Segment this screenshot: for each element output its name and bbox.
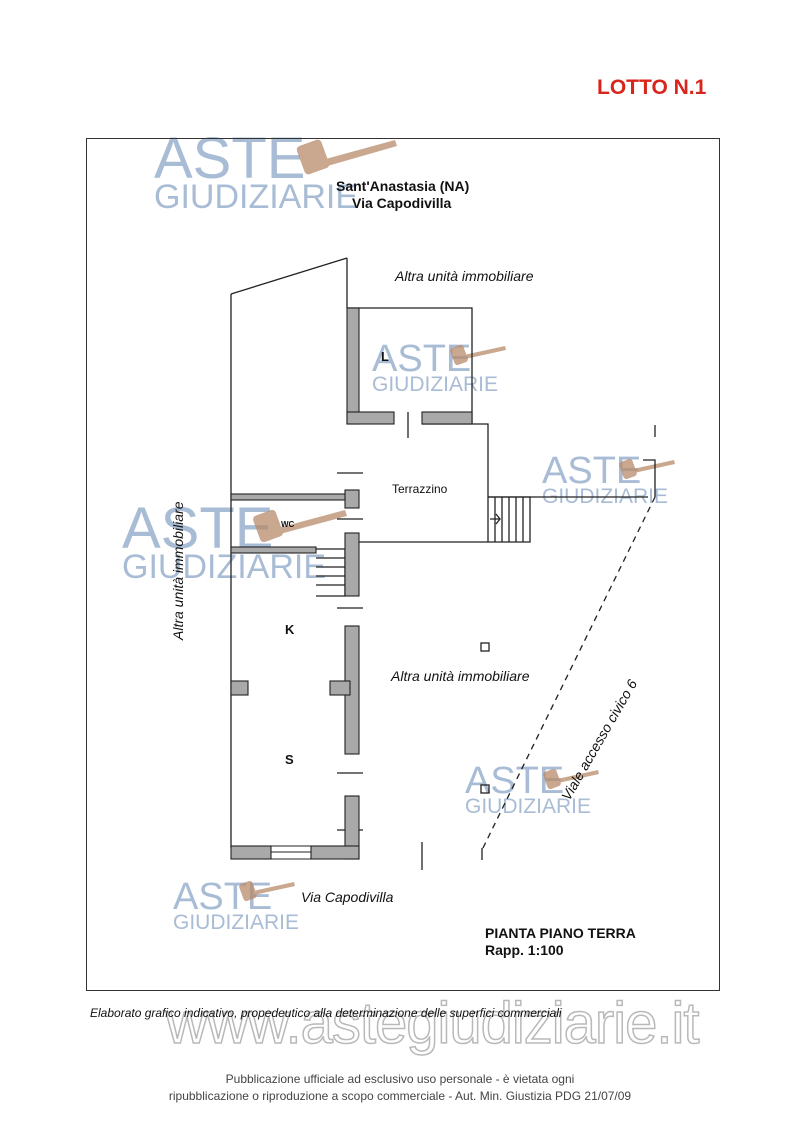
room-label-k: K bbox=[285, 622, 295, 637]
label-street-bottom: Via Capodivilla bbox=[301, 889, 394, 905]
wall-k-s-stub bbox=[329, 680, 351, 696]
wall-bottom-right bbox=[310, 845, 360, 860]
watermark-word2: GIUDIZIARIE bbox=[122, 548, 327, 586]
watermark-word2: GIUDIZIARIE bbox=[173, 911, 300, 934]
drawing-frame bbox=[86, 138, 720, 991]
wall-upper-thick bbox=[346, 307, 360, 425]
wall-wc-stub bbox=[344, 489, 360, 509]
watermark-word2: GIUDIZIARIE bbox=[372, 373, 499, 396]
label-other-unit-top: Altra unità immobiliare bbox=[395, 268, 534, 284]
footer-line1: Pubblicazione ufficiale ad esclusivo uso… bbox=[225, 1072, 575, 1086]
pillar-square-2 bbox=[480, 784, 490, 794]
location-street: Via Capodivilla bbox=[352, 195, 452, 211]
watermark-logo-top: ASTE GIUDIZIARIE bbox=[154, 126, 359, 216]
room-label-terrace: Terrazzino bbox=[392, 482, 448, 496]
caption: Elaborato grafico indicativo, propedeuti… bbox=[90, 1006, 562, 1020]
room-label-s: S bbox=[285, 752, 294, 767]
room-l-outline bbox=[347, 307, 473, 424]
watermark-word2: GIUDIZIARIE bbox=[465, 795, 592, 818]
wall-left-stub bbox=[230, 680, 249, 696]
plan-title: PIANTA PIANO TERRA bbox=[485, 925, 636, 941]
label-other-unit-left: Altra unità immobiliare bbox=[170, 501, 186, 641]
wall-stair-side bbox=[344, 532, 360, 597]
wall-l-bottom-right bbox=[421, 411, 473, 425]
wall-wc-bottom-thick bbox=[230, 546, 317, 554]
wall-l-bottom-left bbox=[346, 411, 395, 425]
watermark-logo-lower: ASTE GIUDIZIARIE bbox=[465, 762, 591, 817]
pillar-square-1 bbox=[480, 642, 490, 652]
footer-line2: ripubblicazione o riproduzione a scopo c… bbox=[168, 1089, 632, 1103]
wall-bottom-left bbox=[230, 845, 272, 860]
watermark-site: www.astegiudiziarie.it bbox=[165, 990, 700, 1057]
location-city: Sant'Anastasia (NA) bbox=[336, 178, 470, 194]
stairs-inner bbox=[316, 548, 346, 597]
lot-number: LOTTO N.1 bbox=[597, 76, 707, 99]
room-label-l: L bbox=[381, 349, 389, 364]
top-slanted-wall bbox=[230, 257, 348, 295]
wall-wc-top-thick bbox=[230, 493, 346, 501]
watermark-word1: ASTE bbox=[154, 126, 306, 191]
door-marks bbox=[337, 472, 363, 831]
stairs-arrow bbox=[490, 513, 501, 525]
room-label-wc: WC bbox=[281, 520, 295, 529]
watermark-word2: GIUDIZIARIE bbox=[154, 178, 359, 216]
label-other-unit-middle: Altra unità immobiliare bbox=[391, 668, 530, 684]
street-marks bbox=[421, 842, 483, 870]
plan-scale: Rapp. 1:100 bbox=[485, 942, 564, 958]
gate-mark bbox=[643, 425, 656, 497]
window-bottom bbox=[271, 845, 311, 860]
